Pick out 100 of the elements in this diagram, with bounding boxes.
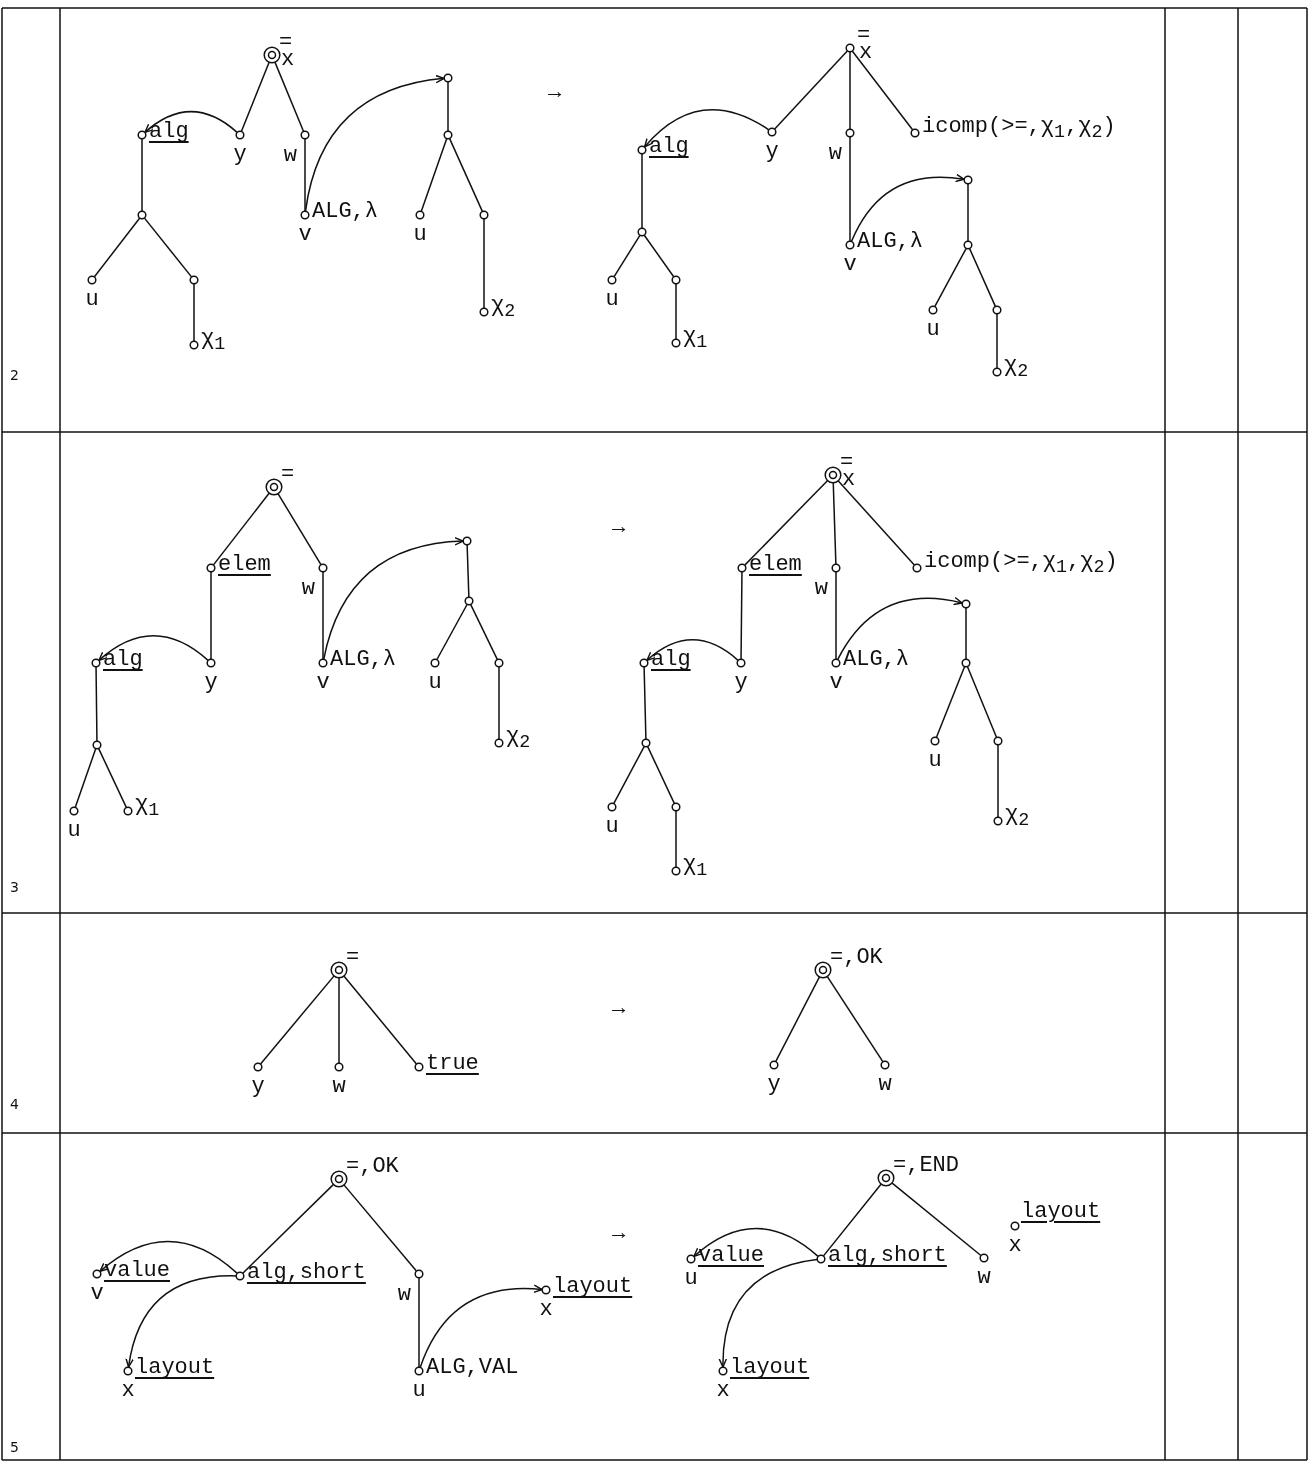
vertex-label: layout xyxy=(730,1357,810,1380)
row-number: 3 xyxy=(10,880,19,894)
tree-edge xyxy=(851,50,914,131)
vertex-label: value xyxy=(698,1245,764,1268)
tree-edge xyxy=(835,571,837,660)
vertex-label: u xyxy=(926,319,940,341)
tree-edge xyxy=(740,571,743,660)
tree-edge xyxy=(997,744,999,818)
curved-arrow xyxy=(125,1275,237,1368)
vertex-label: alg,short xyxy=(828,1245,947,1268)
tree-edge xyxy=(95,666,98,742)
tree-edge xyxy=(968,247,997,308)
vertex-label: elem xyxy=(218,554,271,577)
tree-edge xyxy=(141,138,143,212)
vertex-label: alg xyxy=(649,136,689,159)
curved-arrow xyxy=(837,597,963,661)
vertex-label: =,OK xyxy=(830,947,883,969)
vertex-label: =,END xyxy=(893,1155,959,1177)
vertex-label: u xyxy=(605,816,619,838)
tree-edge xyxy=(966,665,998,739)
vertex-label: x xyxy=(1008,1235,1022,1257)
tree-edge xyxy=(322,571,324,660)
vertex-label: χ$_{2}$ xyxy=(491,295,516,323)
tree-edge xyxy=(935,665,966,739)
curved-arrow xyxy=(693,1227,819,1258)
tree-edge xyxy=(643,234,675,278)
vertex-label: icomp(>=,χ$_{1}$,χ$_{2}$) xyxy=(922,116,1116,144)
vertex-label: χ$_{1}$ xyxy=(683,854,708,882)
tree-edge xyxy=(193,283,195,342)
tree-edge xyxy=(466,544,470,598)
curved-arrow xyxy=(99,1240,238,1275)
vertex-label: y xyxy=(767,1074,781,1096)
vertex-label: x xyxy=(121,1380,135,1402)
tree-edge xyxy=(259,975,335,1065)
tree-edge xyxy=(613,745,645,805)
vertex-label: u xyxy=(684,1268,698,1290)
tree-edge xyxy=(304,138,306,212)
vertex-label: y xyxy=(765,141,779,163)
vertex-label: alg,short xyxy=(247,1262,366,1285)
tree-edge xyxy=(822,1183,882,1257)
curved-arrow xyxy=(144,110,238,134)
vertex-label: layout xyxy=(553,1276,633,1299)
tree-edge xyxy=(832,482,837,565)
vertex-label: u xyxy=(428,672,442,694)
tree-edge xyxy=(744,479,829,566)
tree-edge xyxy=(97,747,128,809)
vertex-label: u xyxy=(412,1380,426,1402)
row-number: 5 xyxy=(10,1440,19,1454)
curved-arrow xyxy=(718,1258,818,1368)
tree-edge xyxy=(343,1184,418,1272)
tree-edge xyxy=(447,81,449,132)
tree-edge xyxy=(498,666,500,740)
curved-arrow xyxy=(304,75,445,212)
tree-edge xyxy=(826,975,884,1063)
tree-edge xyxy=(613,234,641,278)
curved-arrow xyxy=(98,635,209,662)
tree-edge xyxy=(343,975,418,1065)
curved-arrow xyxy=(323,537,464,660)
row-number: 4 xyxy=(10,1097,19,1111)
vertex-label: u xyxy=(928,750,942,772)
tree-edge xyxy=(849,51,851,130)
vertex-label: v xyxy=(843,254,857,276)
tree-edge xyxy=(448,137,484,213)
tree-edge xyxy=(338,977,340,1064)
curved-arrow xyxy=(850,174,965,243)
vertex-label: v xyxy=(298,224,312,246)
tree-edge xyxy=(967,183,969,242)
vertex-label: y xyxy=(734,672,748,694)
vertex-label: layout xyxy=(1021,1201,1101,1223)
vertex-label: alg xyxy=(651,649,691,672)
tree-edge xyxy=(996,313,998,369)
tree-edge xyxy=(934,247,967,308)
vertex-label: w xyxy=(332,1076,346,1098)
tree-edge xyxy=(849,136,851,242)
tree-edge xyxy=(240,61,270,133)
tree-edge xyxy=(74,748,97,808)
row-number: 2 xyxy=(10,368,19,382)
vertex-label: χ$_{1}$ xyxy=(201,328,226,356)
vertex-label: v xyxy=(316,672,330,694)
vertex-label: = xyxy=(281,464,295,486)
vertex-label: u xyxy=(85,289,99,311)
rewrite-arrow: → xyxy=(612,1223,626,1245)
vertex-label: ALG,λ xyxy=(330,649,396,672)
vertex-label: w xyxy=(977,1267,991,1289)
vertex-label: χ$_{2}$ xyxy=(506,726,531,754)
tree-edge xyxy=(470,603,498,661)
vertex-label: ALG,VAL xyxy=(426,1357,519,1380)
rewrite-arrow: → xyxy=(612,517,626,539)
rewrite-arrow: → xyxy=(612,998,626,1020)
curved-arrow xyxy=(646,639,739,662)
vertex-label: w xyxy=(301,578,315,600)
vertex-label: χ$_{1}$ xyxy=(135,794,160,822)
vertex-label: ALG,λ xyxy=(843,649,909,672)
vertex-label: = xyxy=(346,947,360,969)
vertex-label: w xyxy=(828,143,842,165)
tree-edge xyxy=(775,976,821,1063)
tree-edge xyxy=(675,283,677,340)
tree-edge xyxy=(641,153,643,229)
vertex-label: =,OK xyxy=(346,1156,399,1178)
vertex-label: elem xyxy=(749,554,802,577)
